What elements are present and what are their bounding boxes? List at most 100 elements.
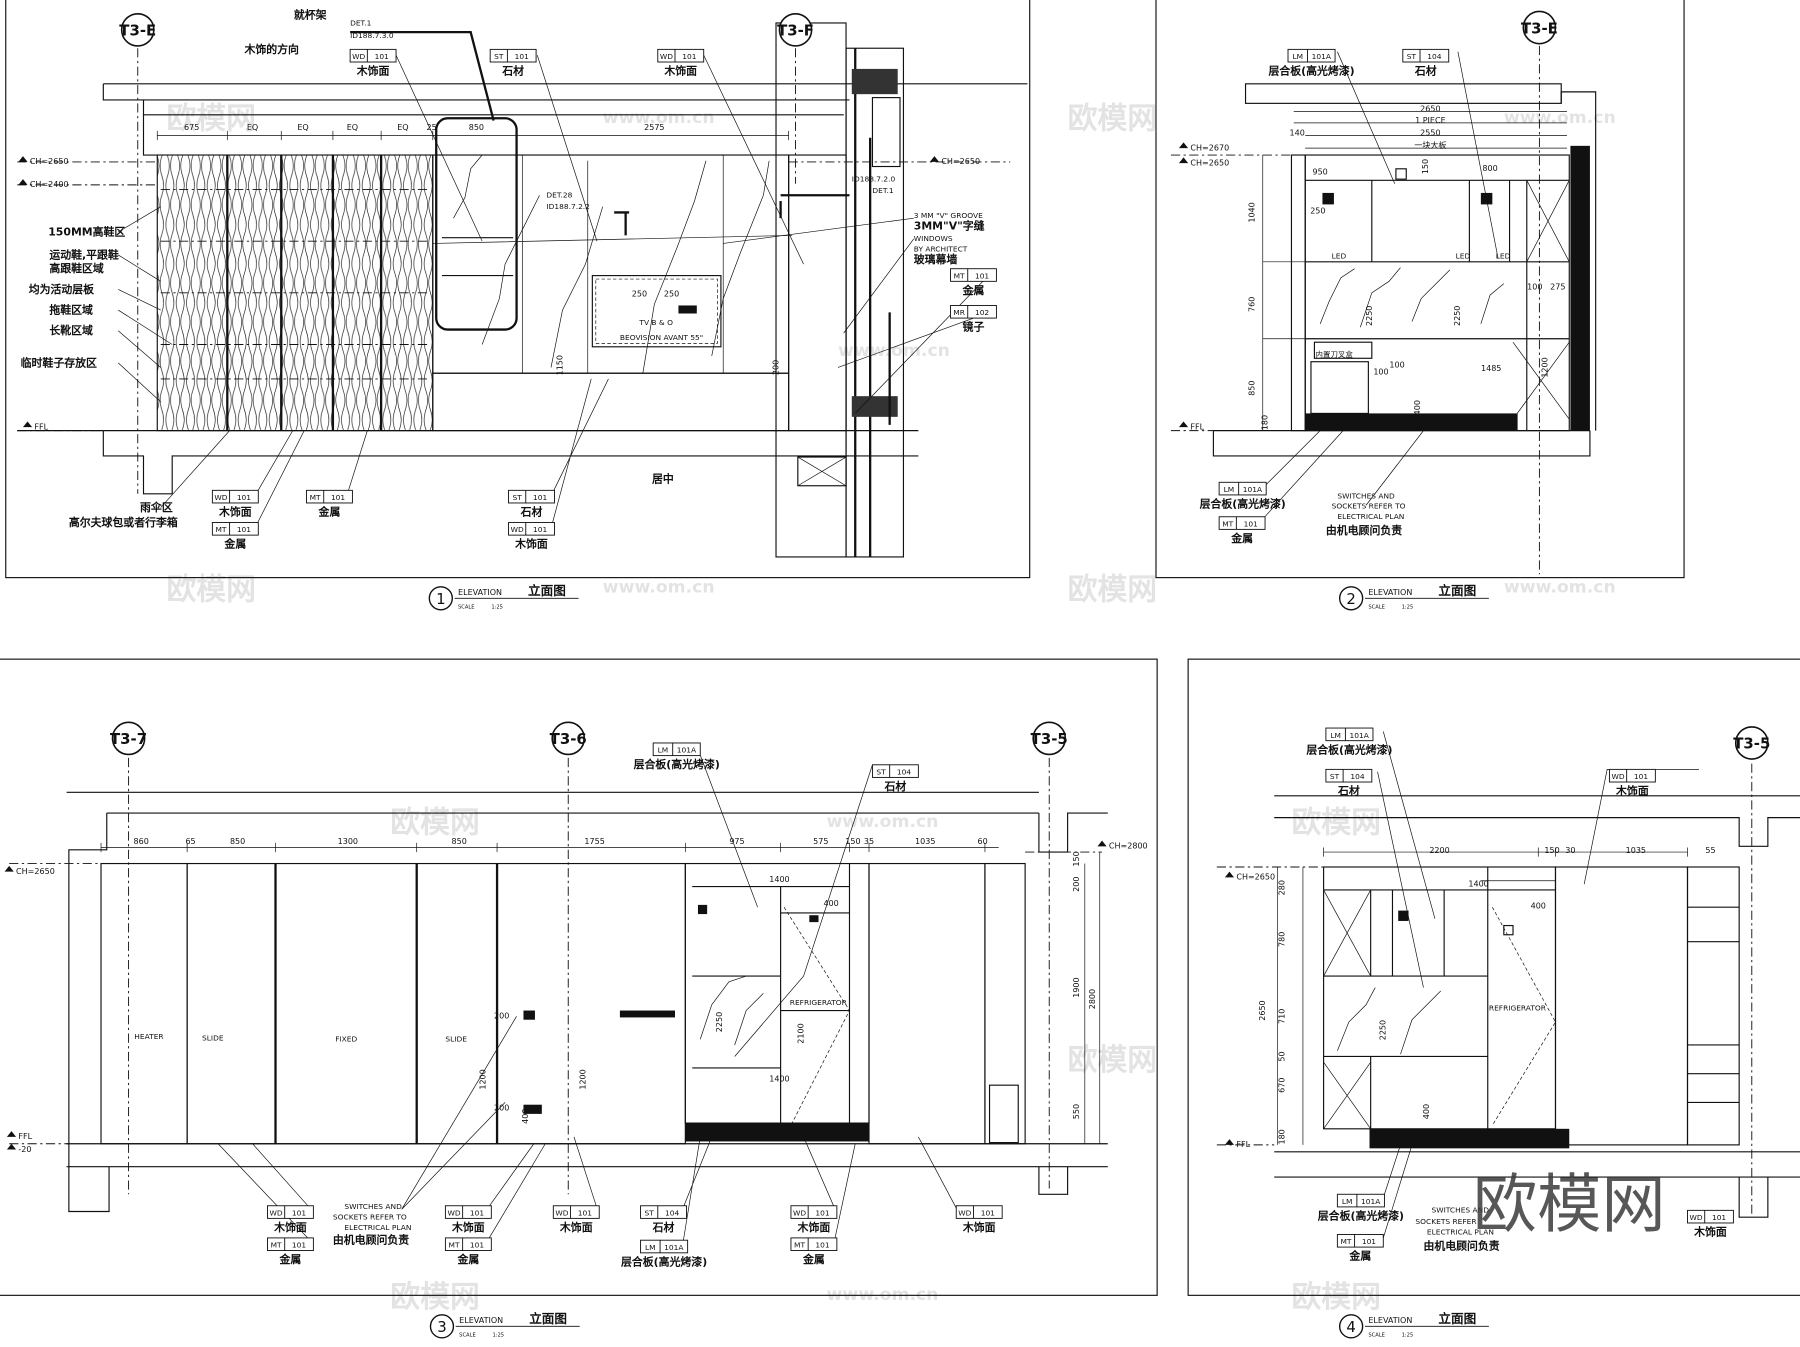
material-label: 石材 [501,64,524,78]
level-marker-icon [18,156,28,162]
annotation-note: ELECTRICAL PLAN [344,1223,411,1232]
dark-column [1570,145,1590,431]
drawing-type-cn: 立面图 [528,583,566,598]
material-label: 石材 [1337,784,1360,798]
level-label: -20 [18,1145,31,1154]
annotation-note: 高尔夫球包或者行李箱 [69,515,178,529]
material-number: 102 [975,308,989,317]
watermark-brand: 欧模网 [166,102,256,137]
watermarks: 欧模网 欧模网 www.om.cn www.om.cn 欧模网 欧模网 www.… [166,102,1615,1315]
dimension-label: 275 [1550,282,1565,291]
material-code: LM [658,746,669,755]
dimension-label: 780 [1278,932,1287,947]
dimension-label: 400 [1413,400,1422,415]
material-number: 101 [292,1241,306,1250]
level-marker-icon [1178,421,1189,428]
annotation-note: ID188.7.2.2 [546,202,589,211]
material-code: WD [214,493,227,502]
dimension-label: 2650 [1258,1000,1267,1020]
material-label: 木饰面 [514,537,548,551]
material-code: WD [270,1209,283,1218]
wood-base-panel [432,372,790,432]
watermark-site: www.om.cn [603,108,715,128]
dimension-label: 1400 [769,875,789,884]
annotation-note: LED [1332,251,1347,260]
dimension-label: 2575 [644,123,664,132]
annotation-note: 3MM"V"字缝 [914,219,985,233]
annotation-note: 就杯架 [294,7,327,21]
material-number: 101 [1712,1213,1726,1222]
scale-label: SCALE [1368,1333,1385,1339]
dimension-label: 400 [823,899,838,908]
pantry-cabinet [1323,866,1557,1130]
dimension-label: 850 [452,837,467,846]
drawing-number: 1 [436,590,445,608]
dimension-label: 50 [1278,1051,1287,1061]
grid-bubble: T3-E [1521,10,1558,45]
heater-panel [100,862,188,1145]
annotation-note: DET.1 [350,18,371,27]
dimension-label: 1 PIECE [1415,116,1446,125]
scale-value: 1:25 [1402,1333,1414,1339]
material-label: 木饰面 [218,505,252,519]
dimension-label: 200 [494,1103,509,1112]
dimension-label: EQ [347,123,358,132]
material-label: 木饰面 [451,1220,485,1234]
watermark-site: www.om.cn [1504,578,1616,598]
material-number: 101 [533,493,547,502]
material-code: WD [511,525,524,534]
material-number: 101 [578,1209,592,1218]
material-label: 镜子 [963,320,985,334]
level-label: FFL [18,1132,32,1141]
material-code: WD [352,52,365,61]
dimension-label: 1150 [556,355,565,375]
drawing-type-cn: 立面图 [529,1311,567,1326]
material-label: 木饰面 [663,64,697,78]
dimension-label: 2250 [1365,306,1374,326]
level-label: CH=2650 [941,157,980,166]
dimension-label: 1755 [584,837,604,846]
material-code: ST [876,768,886,777]
dimension-label: 150 [1544,846,1559,855]
annotation-note: DET.1 [872,186,893,195]
dimension-label: 250 [1310,207,1325,216]
material-number: 104 [1350,772,1364,781]
annotation-note: ID188.7.2.0 [852,174,896,183]
annotation-note: ELECTRICAL PLAN [1427,1227,1494,1236]
material-code: WD [660,52,673,61]
material-number: 101 [975,271,989,280]
material-code: MT [1340,1237,1351,1246]
material-label: 木饰面 [559,1220,593,1234]
level-marker-icon [4,865,14,872]
material-number: 104 [1427,52,1441,61]
material-label: 金属 [279,1252,302,1266]
material-number: 101A [677,746,697,755]
dimension-label: 1035 [915,837,935,846]
material-label: 木饰面 [273,1220,307,1234]
annotation-note: 运动鞋,平跟鞋 [49,247,119,261]
annotation-note: BY ARCHITECT [914,244,968,253]
material-number: 101A [1312,52,1332,61]
level-label: CH=2650 [1190,158,1229,167]
dimension-label: 975 [729,837,744,846]
material-number: 101 [981,1209,995,1218]
watermark-brand: 欧模网 [1068,572,1158,607]
panel-frame [0,658,1158,1296]
grid-label: T3-E [119,22,156,40]
annotation-note: REFRIGERATOR [1489,1004,1546,1013]
grid-bubble: T3-5 [1031,721,1068,756]
